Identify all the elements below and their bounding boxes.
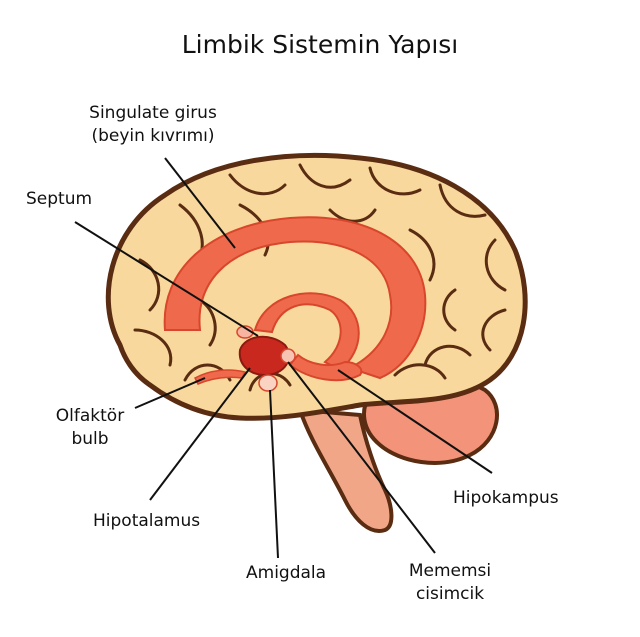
leader-lines — [74, 157, 493, 559]
leader-hypothalamus — [149, 367, 251, 501]
mammillary-body — [280, 348, 296, 364]
leader-septum — [74, 221, 259, 337]
diagram-title: Limbik Sistemin Yapısı — [181, 30, 459, 59]
label-hypothalamus: Hipotalamus — [93, 511, 201, 531]
thalamus — [238, 335, 290, 377]
label-mammillary-body: Mememsi cisimcik — [408, 561, 492, 604]
label-cingulate-gyrus: Singulate girus (beyin kıvrımı) — [89, 103, 217, 146]
leader-mammillary — [287, 361, 436, 554]
leader-olfactory — [134, 377, 206, 409]
cerebrum — [105, 152, 528, 421]
label-septum: Septum — [26, 189, 93, 209]
label-amygdala: Amigdala — [246, 563, 327, 583]
brain-stem — [297, 407, 394, 533]
amygdala-region — [258, 374, 278, 392]
leader-cingulate — [164, 157, 236, 249]
leader-amygdala — [269, 389, 279, 559]
leader-hippocampus — [337, 369, 493, 474]
cingulate-gyrus — [163, 216, 427, 380]
label-hippocampus: Hipokampus — [453, 488, 559, 508]
label-olfactory-bulb: Olfaktör bulb — [55, 406, 125, 449]
